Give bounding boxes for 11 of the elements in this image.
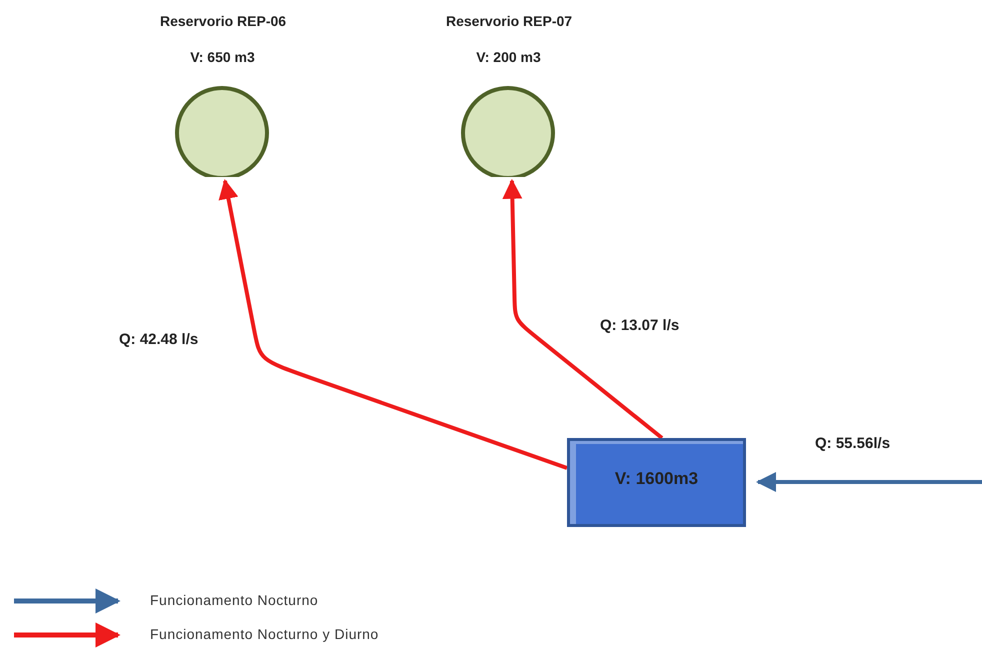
- tank-box: [567, 438, 746, 527]
- reservoir-volume: V: 650 m3: [189, 49, 256, 65]
- legend-label: Funcionamento Nocturno: [150, 592, 318, 608]
- reservoir-name: Reservorio REP-06: [160, 13, 285, 29]
- flow-arrow: [502, 178, 664, 440]
- reservoir-name: Reservorio REP-07: [446, 13, 571, 29]
- reservoir-volume: V: 200 m3: [475, 49, 542, 65]
- flow-arrow: [756, 472, 982, 492]
- tank-volume: V: 1600m3: [614, 469, 700, 489]
- legend-label: Funcionamento Nocturno y Diurno: [150, 626, 379, 642]
- flow-arrow: [218, 178, 568, 470]
